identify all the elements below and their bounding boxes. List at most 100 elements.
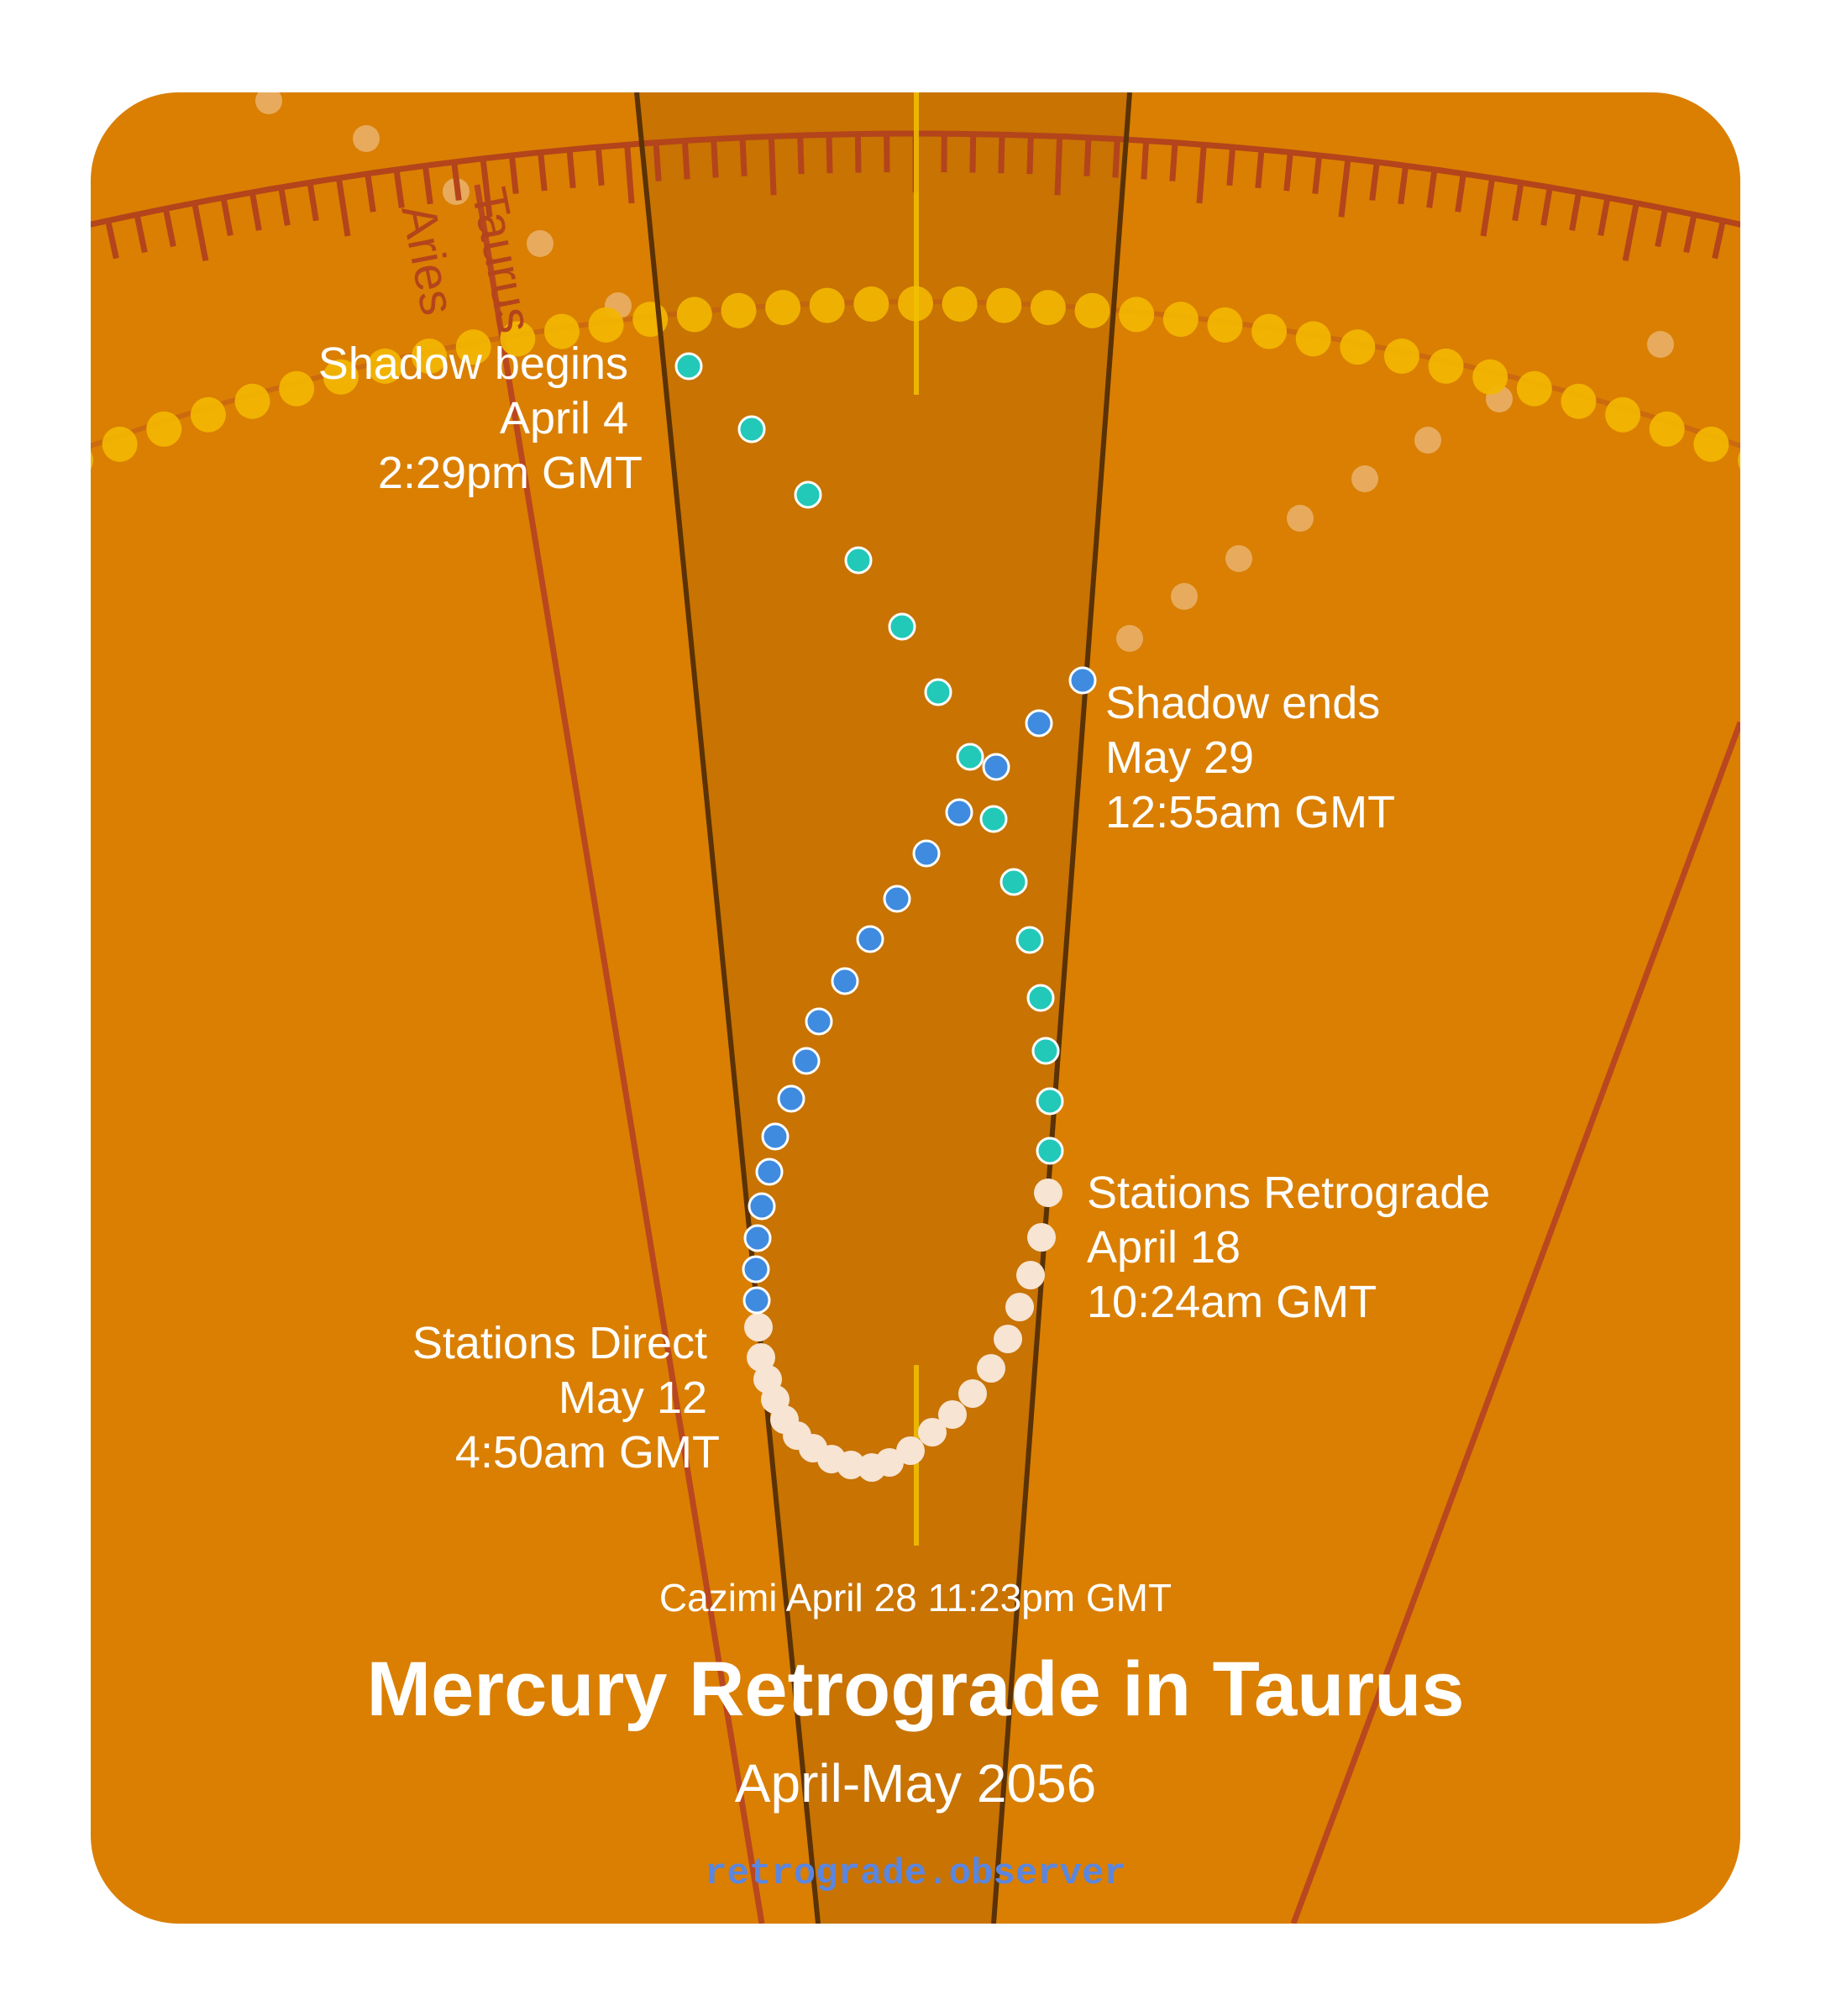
degree-tick — [1283, 151, 1293, 192]
degree-tick — [1255, 149, 1265, 189]
mercury-post-shadow-dot — [742, 1255, 770, 1284]
mercury-pre-shadow-dot — [1015, 926, 1044, 954]
mercury-pre-shadow-dot — [844, 546, 873, 575]
retrograde-zone-left-edge — [634, 92, 821, 1924]
sun-path-dot — [1428, 348, 1464, 384]
degree-tick — [1512, 181, 1524, 222]
sun-path-dot — [942, 286, 978, 323]
degree-tick — [1196, 144, 1207, 204]
sun-path-dot — [809, 287, 845, 323]
site-link[interactable]: retrograde.observer — [705, 1853, 1126, 1895]
sun-path-dot — [500, 321, 536, 357]
mercury-pre-shadow-dot — [674, 352, 703, 381]
sun-path-dot — [190, 396, 226, 433]
degree-tick — [508, 155, 519, 195]
mercury-retrograde-dot — [1005, 1293, 1034, 1321]
degree-tick — [1598, 197, 1611, 237]
mercury-pre-shadow-dot — [979, 805, 1008, 833]
page-title: Mercury Retrograde in Taurus — [366, 1646, 1464, 1732]
mercury-post-shadow-dot — [883, 885, 911, 913]
sun-path-dot — [1516, 370, 1552, 407]
shadow-begins-time: 2:29pm GMT — [378, 448, 643, 498]
faint-path-dot — [1647, 331, 1674, 358]
degree-tick — [1655, 207, 1669, 248]
sun-path-dot — [1605, 396, 1641, 433]
sun-path-dot — [367, 348, 403, 384]
stations-direct-label: Stations Direct May 12 4:50am GMT — [412, 1318, 720, 1478]
degree-tick — [538, 151, 548, 192]
mercury-post-shadow-dot — [777, 1084, 805, 1113]
degree-tick — [1141, 140, 1150, 180]
mercury-post-shadow-dot — [912, 839, 941, 868]
faint-path-dot — [353, 125, 380, 152]
faint-path-dot — [1414, 427, 1441, 454]
faint-path-dot — [1116, 625, 1143, 652]
degree-tick — [1569, 192, 1582, 231]
cazimi-label: Cazimi April 28 11:23pm GMT — [659, 1576, 1172, 1620]
degree-tick — [1767, 234, 1781, 291]
degree-tick — [1226, 146, 1236, 186]
sun-path-dot — [234, 383, 270, 419]
mercury-retrograde-dot — [747, 1343, 775, 1372]
page-subtitle: April-May 2056 — [735, 1753, 1096, 1814]
sun-path-dot — [1649, 411, 1685, 447]
sun-path-dot — [765, 290, 801, 326]
mercury-retrograde-dot — [958, 1379, 987, 1408]
mercury-retrograde-dot — [744, 1313, 773, 1341]
degree-tick — [1683, 213, 1697, 254]
mercury-post-shadow-dot — [755, 1158, 784, 1186]
mercury-retrograde-dot — [753, 1365, 782, 1394]
mercury-retrograde-dot — [896, 1436, 925, 1465]
mercury-post-shadow-dot — [805, 1007, 833, 1036]
mercury-post-shadow-dot — [856, 925, 884, 953]
degree-tick — [1426, 169, 1438, 208]
shadow-begins-title: Shadow begins — [318, 339, 628, 389]
retrograde-zone-right-edge — [991, 92, 1132, 1924]
degree-tick — [681, 140, 690, 180]
degree-tick — [365, 173, 376, 213]
mercury-pre-shadow-dot — [1031, 1037, 1060, 1065]
degree-tick — [393, 169, 405, 208]
mercury-post-shadow-dot — [761, 1122, 790, 1151]
stations-retrograde-label: Stations Retrograde April 18 10:24am GMT — [1087, 1168, 1490, 1327]
degree-tick — [1112, 139, 1120, 178]
degree-tick — [480, 158, 493, 218]
stations-retrograde-date: April 18 — [1087, 1222, 1241, 1273]
mercury-retrograde-dot — [994, 1325, 1022, 1353]
degree-tick — [50, 234, 64, 291]
mercury-post-shadow-dot — [831, 967, 859, 995]
sun-path-dot — [1738, 443, 1740, 478]
mercury-post-shadow-dot — [1068, 666, 1097, 695]
sign-boundary-line — [474, 184, 765, 1924]
degree-tick — [191, 202, 209, 262]
sun-path-dot — [412, 339, 448, 375]
degree-tick — [797, 135, 805, 175]
mercury-path — [674, 352, 1097, 1482]
mercury-retrograde-dot — [1027, 1223, 1056, 1252]
degree-tick — [1054, 136, 1063, 196]
faint-path-dots — [255, 92, 1674, 652]
mercury-pre-shadow-dot — [924, 678, 952, 706]
shadow-ends-title: Shadow ends — [1105, 678, 1380, 728]
degree-tick — [739, 137, 748, 176]
degree-tick — [624, 144, 635, 204]
mercury-retrograde-dot — [977, 1354, 1005, 1383]
mercury-pre-shadow-dot — [1036, 1087, 1064, 1116]
degree-tick — [653, 142, 662, 181]
degree-tick — [566, 149, 576, 189]
mercury-retrograde-dot — [858, 1453, 886, 1482]
retrograde-zone — [637, 92, 1130, 1924]
stations-direct-date: May 12 — [559, 1373, 707, 1423]
degree-tick — [422, 165, 433, 205]
faint-path-dot — [527, 230, 553, 257]
faint-path-dot — [1287, 505, 1314, 532]
mercury-retrograde-dot — [1016, 1261, 1045, 1289]
sun-path-dot — [146, 411, 182, 447]
degree-tick — [220, 197, 233, 237]
mercury-pre-shadow-dot — [888, 612, 916, 641]
sun-path-dot — [91, 443, 93, 478]
degree-tick — [1712, 219, 1726, 260]
mercury-post-shadow-dot — [792, 1047, 821, 1075]
degree-tick — [1622, 202, 1640, 262]
